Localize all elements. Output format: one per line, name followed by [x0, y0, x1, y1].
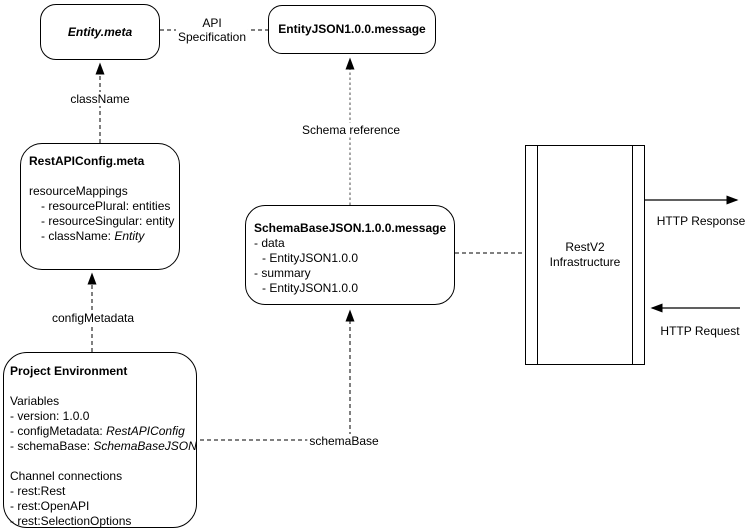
schema-base-item-label: - schemaBase: — [10, 439, 94, 453]
node-project-environment[interactable]: Project Environment Variables - version:… — [3, 352, 197, 528]
component-left-bar — [537, 146, 538, 364]
classname-item: - className: Entity — [29, 229, 171, 244]
config-metadata-item-label: - configMetadata: — [10, 424, 107, 438]
node-restv2-infrastructure[interactable]: RestV2 Infrastructure — [525, 145, 645, 365]
restv2-title-line2: Infrastructure — [549, 255, 621, 269]
data-item: - data — [254, 236, 285, 250]
channel-selection-item: - rest:SelectionOptions — [10, 514, 132, 528]
node-entity-meta-title: Entity.meta — [67, 24, 133, 39]
schema-base-item: - schemaBase: SchemaBaseJSON — [10, 439, 197, 454]
node-schema-base-json-title: SchemaBaseJSON.1.0.0.message — [254, 221, 447, 235]
data-entity-item: - EntityJSON1.0.0 — [262, 251, 359, 265]
summary-entity-item: - EntityJSON1.0.0 — [262, 281, 359, 295]
node-restv2-title: RestV2 Infrastructure — [550, 240, 621, 270]
spacer — [10, 379, 190, 394]
schema-base-item-value: SchemaBaseJSON — [93, 439, 197, 453]
node-rest-api-config[interactable]: RestAPIConfig.meta resourceMappings - re… — [20, 143, 180, 270]
resource-mappings-header: resourceMappings — [29, 184, 128, 198]
http-response-label-text: HTTP Response — [656, 214, 746, 228]
schema-base-label-text: schemaBase — [309, 434, 379, 448]
summary-item: - summary — [254, 266, 311, 280]
edge-label-schema-reference: Schema reference — [299, 123, 403, 137]
classname-label-text: className — [70, 92, 130, 106]
node-entity-meta[interactable]: Entity.meta — [40, 4, 160, 60]
spacer — [29, 169, 171, 184]
channel-openapi-item: - rest:OpenAPI — [10, 499, 90, 513]
component-right-bar — [632, 146, 633, 364]
version-item: - version: 1.0.0 — [10, 409, 90, 423]
node-schema-base-json[interactable]: SchemaBaseJSON.1.0.0.message - data - En… — [245, 205, 455, 305]
edge-schema-base — [200, 309, 355, 441]
node-project-environment-title: Project Environment — [10, 364, 128, 378]
edge-label-http-response: HTTP Response — [654, 214, 748, 228]
edge-label-http-request: HTTP Request — [658, 324, 742, 338]
edge-label-config-metadata: configMetadata — [49, 311, 137, 325]
schema-reference-label-text: Schema reference — [301, 123, 401, 137]
variables-header: Variables — [10, 394, 60, 408]
channel-connections-header: Channel connections — [10, 469, 123, 483]
classname-item-value: Entity — [114, 229, 145, 243]
edge-label-schema-base: schemaBase — [307, 434, 381, 448]
http-request-label-text: HTTP Request — [660, 324, 740, 338]
node-entity-json-title: EntityJSON1.0.0.message — [278, 22, 426, 36]
edge-label-api-specification: API Specification — [175, 16, 249, 44]
spacer — [10, 454, 190, 469]
channel-rest-item: - rest:Rest — [10, 484, 66, 498]
node-entity-json[interactable]: EntityJSON1.0.0.message — [268, 5, 436, 54]
edge-label-classname: className — [68, 92, 132, 106]
config-metadata-label-text: configMetadata — [51, 311, 135, 325]
classname-item-label: - className: — [41, 229, 115, 243]
resource-singular-item: - resourceSingular: entity — [41, 214, 175, 228]
config-metadata-item: - configMetadata: RestAPIConfig — [10, 424, 190, 439]
api-spec-label-line1: API — [202, 16, 222, 30]
node-rest-api-config-title: RestAPIConfig.meta — [29, 154, 145, 168]
restv2-title-line1: RestV2 — [565, 240, 605, 254]
config-metadata-item-value: RestAPIConfig — [106, 424, 185, 438]
resource-plural-item: - resourcePlural: entities — [41, 199, 171, 213]
api-spec-label-line2: Specification — [177, 30, 247, 44]
